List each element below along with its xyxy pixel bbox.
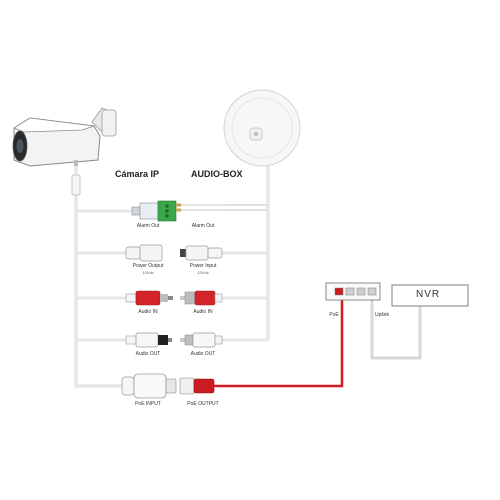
alarm-out-camera-connector: [131, 200, 177, 222]
power-output-label: Power Output: [132, 263, 164, 269]
audio-out-camera-connector: [125, 332, 172, 348]
audio-in-audiobox-label: Audio IN: [193, 309, 213, 315]
poe-switch: [325, 282, 381, 301]
audio-out-camera-label: Audio OUT: [135, 351, 161, 357]
audio-out-audiobox-connector: [180, 332, 223, 348]
audiobox-branch-alarm: [226, 204, 268, 211]
camera-lens-glass: [16, 139, 24, 153]
audio-box-device: [223, 89, 301, 167]
power-input-label: Power Input: [189, 263, 217, 269]
ip-camera: [12, 107, 117, 167]
switch-uplink-label: Uplink: [375, 312, 389, 318]
poe-switch-port-2: [345, 287, 355, 296]
audiobox-title: AUDIO-BOX: [191, 169, 243, 179]
poe-cable: [214, 298, 344, 388]
power-input-audiobox-connector: [180, 245, 223, 261]
audio-in-camera-label: Audio IN: [138, 309, 158, 315]
alarm-out-camera-label: Alarm Out: [136, 223, 160, 229]
audio-in-camera-connector: [125, 290, 173, 306]
nvr-label: NVR: [416, 289, 441, 300]
poe-switch-port-1: [334, 287, 344, 296]
audio-box-mic-hole: [254, 132, 258, 136]
poe-output-connector: [179, 377, 215, 395]
switch-poe-label: PoE: [329, 312, 339, 318]
power-output-spec: 12Vdc: [142, 270, 154, 275]
alarm-out-audiobox-label: Alarm Out: [191, 223, 215, 229]
camera-cable-ferrite: [71, 174, 81, 196]
audio-in-audiobox-connector: [180, 290, 223, 306]
uplink-cable: [370, 300, 422, 360]
poe-switch-port-3: [356, 287, 366, 296]
camera-visor: [13, 117, 95, 133]
nvr-device: [391, 284, 469, 307]
poe-input-camera-connector: [121, 373, 177, 399]
audio-out-audiobox-label: Audio OUT: [190, 351, 216, 357]
power-input-spec: 12Vdc: [197, 270, 209, 275]
poe-switch-port-4: [367, 287, 377, 296]
camera-mount-base: [101, 109, 117, 137]
poe-input-label: PoE INPUT: [135, 401, 161, 407]
camera-title: Cámara IP: [115, 169, 160, 179]
audio-box-outer-shell: [223, 89, 301, 167]
alarm-out-audiobox-connector: [176, 203, 226, 212]
audio-box-inner-ring: [231, 97, 293, 159]
power-output-camera-connector: [125, 244, 163, 262]
poe-output-label: PoE OUTPUT: [187, 401, 219, 407]
